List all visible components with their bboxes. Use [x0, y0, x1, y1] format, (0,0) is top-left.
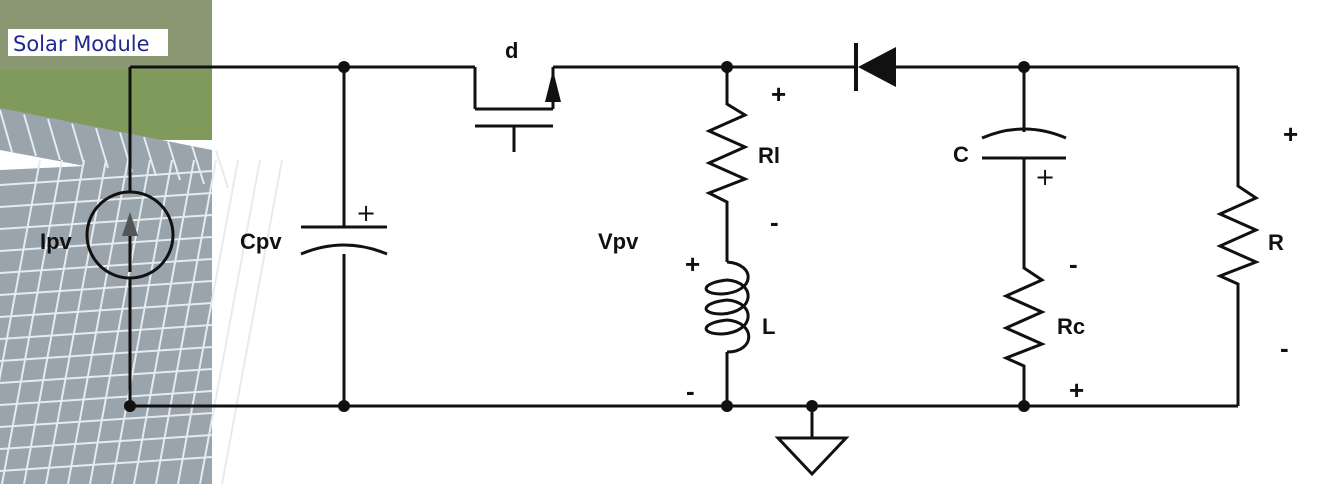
- capacitor-cpv: + Cpv: [240, 199, 388, 256]
- panel-grid-line: [191, 145, 205, 185]
- rc-plus-sign: +: [1069, 375, 1084, 405]
- resistor-r: R: [1216, 182, 1284, 288]
- ground-icon: [774, 407, 850, 477]
- label-rc: Rc: [1057, 314, 1085, 339]
- junction-dot: [1018, 61, 1030, 73]
- label-cpv: Cpv: [240, 229, 282, 254]
- current-source-ipv: Ipv: [40, 190, 175, 280]
- solar-module-photo: Solar Module: [0, 0, 283, 484]
- mosfet-arrow-icon: [545, 70, 561, 102]
- l-plus-sign: +: [685, 249, 700, 279]
- capacitor-c: + C: [953, 127, 1067, 191]
- panel-grid-line: [0, 302, 213, 318]
- panel-grid-line: [47, 118, 61, 161]
- panel-grid-line: [221, 159, 283, 484]
- junction-dot: [1018, 400, 1030, 412]
- resistor-rl: Rl: [705, 100, 780, 206]
- current-arrow-icon: [122, 212, 138, 236]
- c-minus-sign: -: [1069, 249, 1078, 279]
- panel-grid-line: [45, 159, 107, 484]
- junction-dot: [338, 61, 350, 73]
- junction-dot: [124, 400, 136, 412]
- junction-dots: [124, 61, 1030, 412]
- panel-grid-line: [67, 159, 129, 484]
- panel-grid-line: [0, 109, 13, 153]
- panel-grid-line: [0, 214, 213, 230]
- panel-grid-line: [177, 159, 239, 484]
- cpv-polarity-sign: +: [356, 199, 376, 227]
- label-switch-d: d: [505, 38, 518, 63]
- diode: [854, 43, 896, 91]
- panel-grid-line: [167, 141, 181, 181]
- r-plus-sign: +: [1283, 119, 1298, 149]
- circuit-wires: [128, 65, 1240, 408]
- panel-grid-line: [155, 159, 217, 484]
- mosfet-switch-d: d: [475, 38, 561, 152]
- junction-dot: [721, 61, 733, 73]
- panel-grid-line: [199, 159, 261, 484]
- panel-grid-line: [89, 159, 151, 484]
- panel-grid-line: [0, 456, 213, 472]
- panel-grid-line: [0, 346, 213, 362]
- panel-grid-line: [23, 159, 85, 484]
- label-load-r: R: [1268, 230, 1284, 255]
- panel-grid-line: [111, 159, 173, 484]
- panel-grid-line: [0, 280, 213, 296]
- panel-grid-line: [1, 159, 63, 484]
- label-ipv: Ipv: [40, 229, 73, 254]
- photo-panel-grid: [0, 109, 283, 484]
- solar-module-caption: Solar Module: [13, 32, 150, 56]
- panel-grid-line: [0, 434, 213, 450]
- resistor-rc: Rc: [1002, 264, 1085, 370]
- panel-grid-line: [0, 258, 213, 274]
- r-minus-sign: -: [1280, 333, 1289, 363]
- l-minus-sign: -: [686, 376, 695, 406]
- junction-dot: [338, 400, 350, 412]
- label-cap-c: C: [953, 142, 969, 167]
- panel-grid-line: [71, 123, 85, 165]
- label-inductor-l: L: [762, 314, 775, 339]
- rl-minus-sign: -: [770, 207, 779, 237]
- rl-plus-sign: +: [771, 79, 786, 109]
- panel-grid-line: [0, 236, 213, 252]
- inductor-l: L: [704, 260, 775, 354]
- junction-dot: [806, 400, 818, 412]
- label-rl: Rl: [758, 143, 780, 168]
- c-polarity-sign: +: [1035, 163, 1055, 191]
- label-vpv: Vpv: [598, 229, 639, 254]
- panel-grid-line: [143, 136, 157, 177]
- panel-grid-line: [95, 127, 109, 169]
- panel-grid-line: [0, 324, 213, 340]
- panel-grid-line: [133, 159, 195, 484]
- panel-grid-line: [23, 114, 37, 157]
- diode-triangle-icon: [858, 47, 896, 87]
- junction-dot: [721, 400, 733, 412]
- panel-grid-line: [215, 150, 229, 189]
- panel-grid-line: [0, 159, 41, 382]
